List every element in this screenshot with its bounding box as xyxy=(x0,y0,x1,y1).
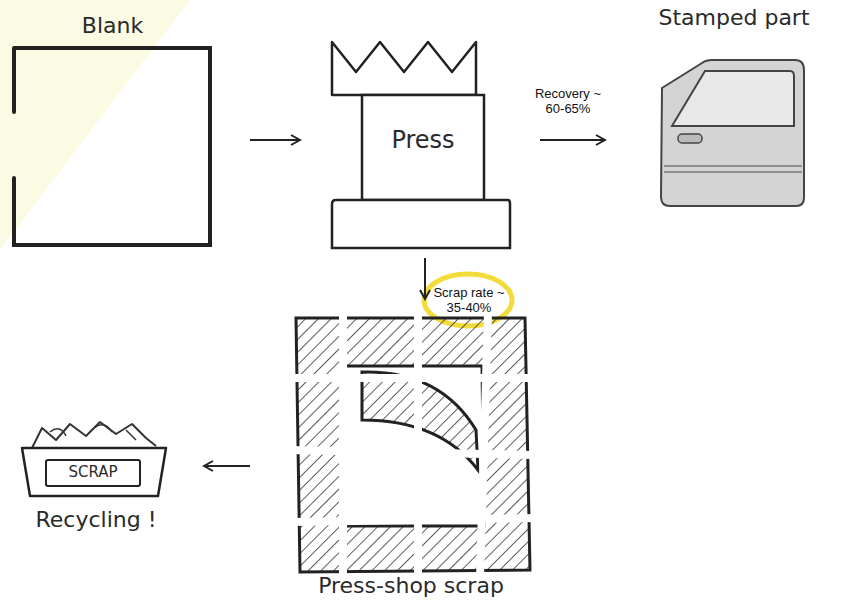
diagram-node: SCRAP Recycling ! xyxy=(6,405,186,545)
node-text: Blank xyxy=(10,13,215,38)
node-text: Press-shop scrap xyxy=(280,573,542,598)
flow-arrow xyxy=(250,139,300,141)
diagram-node: Stamped part xyxy=(625,3,843,211)
node-text: Stamped part xyxy=(625,5,843,30)
edge-label: Scrap rate ~ 35-40% xyxy=(430,285,508,315)
node-text: Press xyxy=(362,126,484,154)
node-shape xyxy=(625,3,843,211)
node-shape xyxy=(280,305,542,605)
node-text: SCRAP xyxy=(46,463,140,481)
flow-arrow xyxy=(424,258,426,299)
diagram-node: Blank xyxy=(10,5,215,250)
node-shape xyxy=(10,5,215,250)
edge-label: Recovery ~ 60-65% xyxy=(532,86,604,116)
flow-arrow xyxy=(204,465,250,467)
flow-arrow xyxy=(540,139,605,141)
node-text: Recycling ! xyxy=(6,507,186,532)
diagram-node: Press-shop scrap xyxy=(280,305,542,605)
diagram-node: Press xyxy=(328,38,512,252)
